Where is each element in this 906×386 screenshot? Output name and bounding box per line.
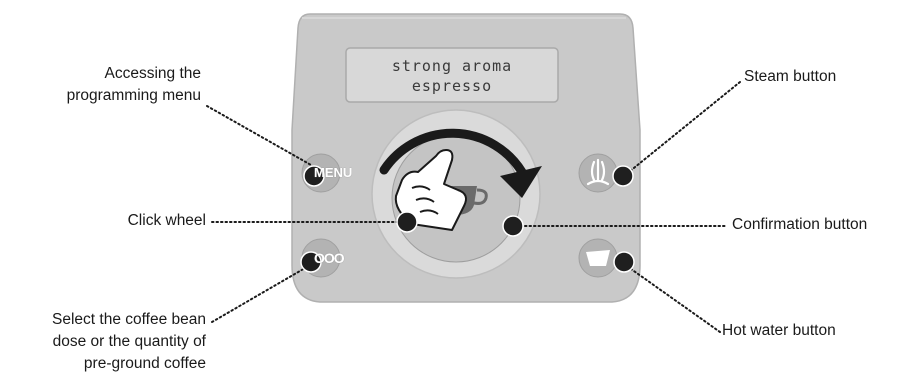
callout-steam-text: Steam button: [744, 66, 836, 88]
callout-hot-water-text: Hot water button: [722, 320, 836, 342]
hot-water-icon: [586, 250, 610, 266]
dot-confirmation: [503, 216, 523, 236]
callout-coffee-dose-line-3: pre-ground coffee: [52, 353, 206, 375]
dot-steam: [613, 166, 633, 186]
leader-hot-water: [624, 264, 720, 332]
callout-hot-water: Hot water button: [722, 320, 836, 342]
callout-programming-line-1: Accessing the: [67, 63, 201, 85]
menu-button-label: MENU: [314, 165, 352, 180]
leader-coffee-dose: [212, 264, 312, 322]
callout-coffee-dose-line-2: dose or the quantity of: [52, 331, 206, 353]
lcd-text: strong aroma espresso: [352, 56, 552, 96]
leader-steam: [624, 82, 740, 176]
callout-programming-line-2: programming menu: [67, 85, 201, 107]
callout-coffee-dose-line-1: Select the coffee bean: [52, 309, 206, 331]
dot-hot-water: [614, 252, 634, 272]
lcd-line-1: strong aroma: [352, 56, 552, 76]
lcd-line-2: espresso: [352, 76, 552, 96]
dot-click-wheel: [397, 212, 417, 232]
callout-programming-menu: Accessing the programming menu: [67, 63, 201, 107]
callout-steam: Steam button: [744, 66, 836, 88]
callout-confirmation-text: Confirmation button: [732, 214, 867, 236]
callout-coffee-dose: Select the coffee bean dose or the quant…: [52, 309, 206, 375]
callout-click-wheel-text: Click wheel: [128, 210, 206, 232]
callout-confirmation: Confirmation button: [732, 214, 867, 236]
callout-click-wheel: Click wheel: [128, 210, 206, 232]
bean-dose-button-label: OOO: [314, 250, 344, 266]
